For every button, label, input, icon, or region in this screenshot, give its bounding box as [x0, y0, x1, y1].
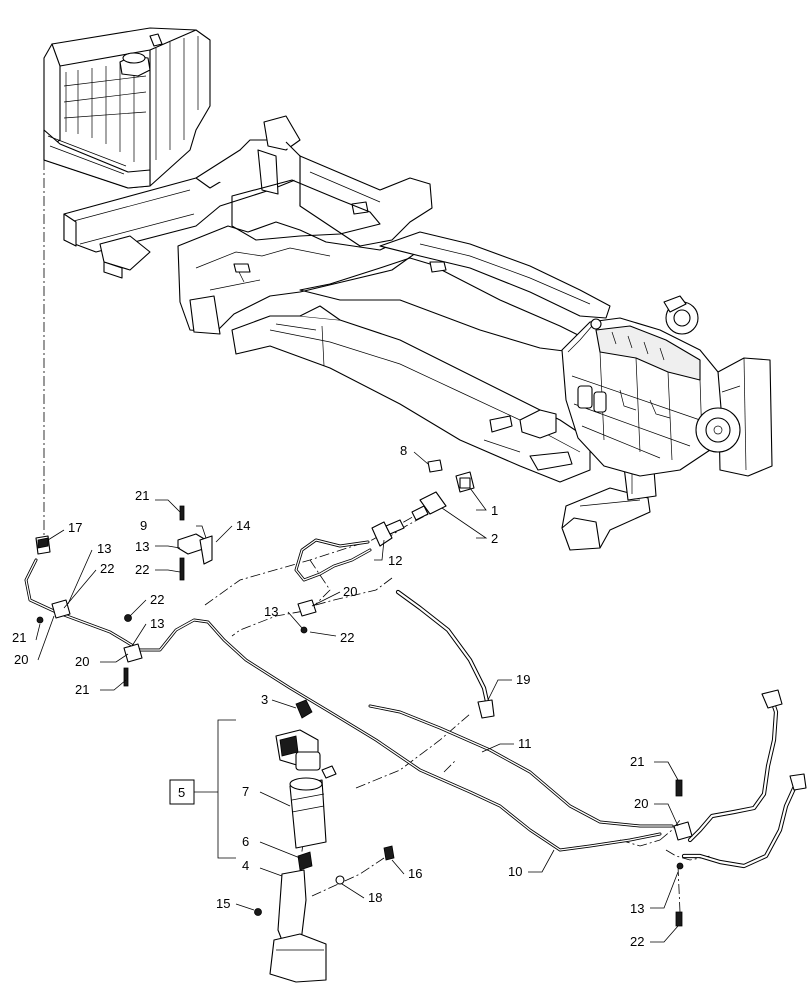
- callout-21-a: 21: [135, 488, 149, 503]
- fuel-lines: [24, 538, 807, 869]
- callout-5: 5: [178, 785, 185, 800]
- callout-21-c: 21: [75, 682, 89, 697]
- callout-19: 19: [516, 672, 530, 687]
- callout-3: 3: [261, 692, 268, 707]
- callout-22-a: 22: [135, 562, 149, 577]
- callout-13-d: 13: [264, 604, 278, 619]
- callout-22-c: 22: [150, 592, 164, 607]
- engine: [561, 295, 741, 477]
- fuel-tank: [43, 27, 211, 189]
- callout-20-c: 20: [75, 654, 89, 669]
- callout-20-a: 20: [343, 584, 357, 599]
- callout-10: 10: [508, 864, 522, 879]
- small-parts: [35, 459, 693, 983]
- kit-bracket-5: [169, 719, 236, 859]
- callout-22-b: 22: [100, 561, 114, 576]
- callout-20-d: 20: [634, 796, 648, 811]
- callout-16: 16: [408, 866, 422, 881]
- callout-8: 8: [400, 443, 407, 458]
- callout-4: 4: [242, 858, 249, 873]
- phantom-lines: [43, 160, 711, 913]
- callout-14: 14: [236, 518, 250, 533]
- callout-21-d: 21: [630, 754, 644, 769]
- callout-20-b: 20: [14, 652, 28, 667]
- callout-13-a: 13: [135, 539, 149, 554]
- leader-lines: [35, 451, 679, 943]
- callout-21-b: 21: [12, 630, 26, 645]
- callout-12: 12: [388, 553, 402, 568]
- callout-6: 6: [242, 834, 249, 849]
- callout-13-c: 13: [150, 616, 164, 631]
- callout-9: 9: [140, 518, 147, 533]
- callout-7: 7: [242, 784, 249, 799]
- callout-labels: 1 2 3 4 5 6 7 8 9 10 11 12 13 13 13 13 1…: [12, 443, 648, 949]
- callout-13-b: 13: [97, 541, 111, 556]
- callout-13-e: 13: [630, 901, 644, 916]
- callout-15: 15: [216, 896, 230, 911]
- callout-2: 2: [491, 531, 498, 546]
- callout-22-e: 22: [630, 934, 644, 949]
- callout-17: 17: [68, 520, 82, 535]
- callout-22-d: 22: [340, 630, 354, 645]
- callout-11: 11: [518, 736, 532, 751]
- callout-1: 1: [491, 503, 498, 518]
- callout-18: 18: [368, 890, 382, 905]
